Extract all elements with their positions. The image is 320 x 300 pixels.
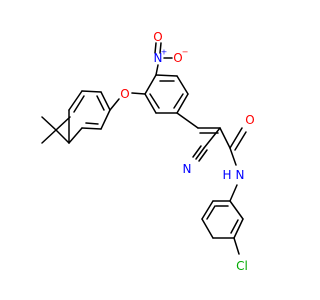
phenyl-ring-tert-butylphenyl [68,90,111,144]
nitro-oxygen-right-label: O [173,51,182,65]
amide-hydrogen-label: H [222,168,231,182]
nitro-nitrogen-charge: + [161,48,168,57]
acrylamide-chain [176,112,247,202]
cyano-nitrogen-label: N [183,162,192,176]
chemical-structure: O N + O O − O N N H Cl [41,30,255,273]
ether-oxygen-label: O [120,87,129,101]
nitro-group [154,42,173,76]
phenyl-ring-chlorophenyl [201,200,244,255]
amide-nitrogen-label: N [236,168,245,182]
chlorine-label: Cl [236,259,248,273]
nitro-oxygen-top-label: O [153,30,162,44]
nitro-oxygen-charge: − [182,48,189,57]
amide-oxygen-label: O [245,113,254,127]
tert-butyl-group [41,116,71,144]
ether-linkage [109,92,146,111]
nitro-nitrogen-label: N [154,51,163,65]
phenyl-ring-nitrophenyl [144,74,189,114]
